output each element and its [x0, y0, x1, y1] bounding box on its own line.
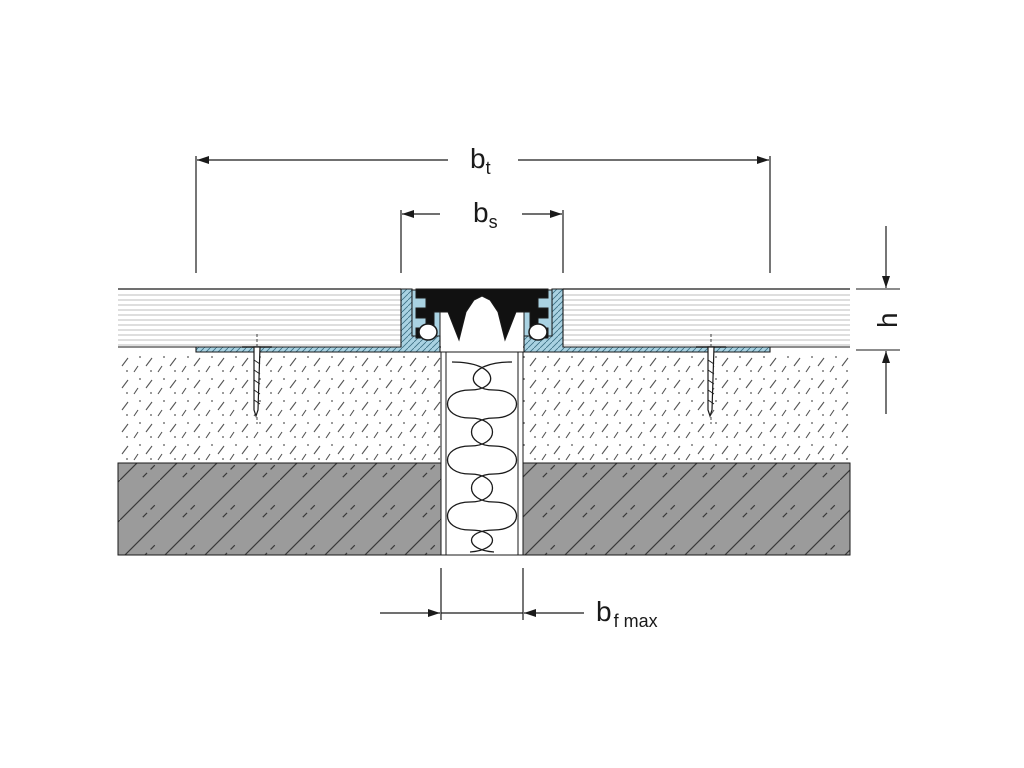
floor-covering-left [118, 289, 401, 347]
svg-text:bf max: bf max [596, 596, 658, 631]
concrete-slab [117, 462, 851, 556]
seal-width-symbol: b [473, 197, 489, 228]
joint-width-subscript: f max [614, 611, 658, 631]
screw-right [696, 334, 726, 424]
screed-right [523, 352, 850, 463]
floor-covering [118, 288, 850, 348]
svg-text:bt: bt [470, 143, 491, 178]
total-width-subscript: t [486, 158, 491, 178]
concrete-slab-left [117, 462, 442, 556]
total-width-symbol: b [470, 143, 486, 174]
joint-filler [440, 351, 524, 556]
concrete-slab-right [522, 462, 851, 556]
seal-insert-body [415, 288, 549, 342]
joint-width-symbol: b [596, 596, 612, 627]
seal-insert [415, 288, 549, 342]
seal-left-bulb [418, 323, 438, 341]
screw-left [242, 334, 272, 424]
dimension-seal-width: bs [400, 197, 564, 273]
screed-layer [118, 352, 850, 464]
joint-filler-loops [446, 361, 518, 553]
screed-left [118, 352, 441, 463]
dimension-total-width: bt [195, 143, 771, 273]
seal-width-subscript: s [489, 212, 498, 232]
height-symbol: h [872, 312, 903, 328]
svg-text:bs: bs [473, 197, 498, 232]
seal-right-bulb [528, 323, 548, 341]
dimension-height: h [856, 226, 903, 414]
floor-covering-right [563, 289, 850, 347]
